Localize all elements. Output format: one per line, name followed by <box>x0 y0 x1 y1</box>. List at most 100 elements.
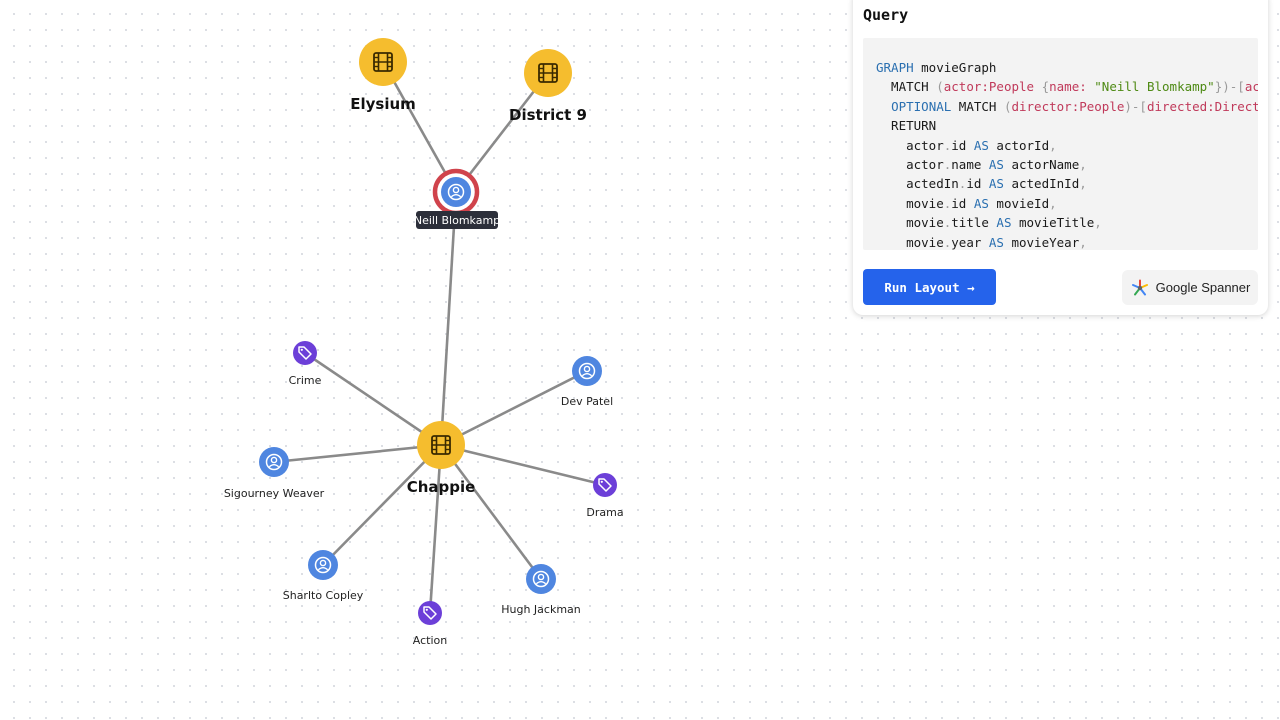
code-token: directed:Directed <box>1146 98 1258 114</box>
code-token: , <box>1079 234 1087 250</box>
node-sigourney-weaver[interactable]: Sigourney Weaver <box>224 447 325 500</box>
edge-chappie-hugh <box>439 444 543 580</box>
code-token: OPTIONAL <box>891 98 959 114</box>
code-token: . <box>943 215 952 231</box>
code-line: actor.id AS actorId, <box>876 138 1057 153</box>
edge-chappie-action <box>428 444 443 614</box>
node-label: Sigourney Weaver <box>224 487 325 500</box>
code-token: id <box>966 176 989 192</box>
edge-chappie-devpatel <box>440 369 588 447</box>
code-token: actorId <box>996 137 1050 153</box>
code-token: actedInId <box>1011 176 1080 192</box>
query-editor[interactable]: GRAPH movieGraph MATCH (actor:People {na… <box>863 38 1258 250</box>
edge-chappie-crime <box>304 351 442 447</box>
code-token: GRAPH <box>876 60 922 75</box>
code-token: AS <box>988 157 1012 173</box>
code-token: actedIn <box>1244 79 1258 95</box>
code-token: movieTitle <box>1019 215 1095 231</box>
node-label: Elysium <box>350 95 416 113</box>
code-token: } <box>1214 79 1223 95</box>
code-token: name: <box>1049 79 1095 95</box>
node-dev-patel[interactable]: Dev Patel <box>561 356 613 408</box>
code-line: movie.title AS movieTitle, <box>876 215 1102 230</box>
edge-neill-chappie <box>439 191 458 446</box>
code-token: MATCH <box>958 98 1004 114</box>
code-token: . <box>943 195 952 211</box>
code-token: , <box>1079 157 1087 173</box>
code-line: actor.name AS actorName, <box>876 157 1087 172</box>
node-label: Sharlto Copley <box>283 589 364 602</box>
code-token: actor <box>876 157 944 173</box>
code-token: actedIn <box>876 176 959 192</box>
node-sharlto-copley[interactable]: Sharlto Copley <box>283 550 364 602</box>
node-label: District 9 <box>509 106 587 124</box>
edge-chappie-sigourney <box>273 443 442 464</box>
code-token: actorName <box>1011 157 1080 173</box>
code-line: actedIn.id AS actedInId, <box>876 176 1087 191</box>
code-token: movieGraph <box>921 60 997 75</box>
node-label: Action <box>413 634 447 647</box>
code-token: title <box>951 215 997 231</box>
code-token: movie <box>876 215 944 231</box>
code-token: movieId <box>996 195 1050 211</box>
code-token: , <box>1094 215 1102 231</box>
code-token: . <box>958 176 967 192</box>
node-drama[interactable]: Drama <box>586 473 624 519</box>
node-chappie[interactable]: Chappie <box>407 421 476 496</box>
code-token: AS <box>973 137 997 153</box>
node-action[interactable]: Action <box>413 601 447 647</box>
code-token: AS <box>988 176 1012 192</box>
code-token: . <box>943 137 952 153</box>
code-line: movie.id AS movieId, <box>876 196 1057 211</box>
node-label: Chappie <box>407 478 476 496</box>
code-token: RETURN <box>876 118 937 134</box>
edge-neill-elysium <box>381 61 458 193</box>
query-panel: Query GRAPH movieGraph MATCH (actor:Peop… <box>853 0 1268 315</box>
code-line: OPTIONAL MATCH (director:People)-[direct… <box>876 99 1258 114</box>
node-label: Drama <box>586 506 623 519</box>
query-panel-title: Query <box>863 6 909 24</box>
node-hugh-jackman[interactable]: Hugh Jackman <box>501 564 581 616</box>
code-token: MATCH <box>876 79 937 95</box>
code-token: movie <box>876 195 944 211</box>
code-token: AS <box>988 234 1012 250</box>
code-token: , <box>1049 137 1057 153</box>
code-token: AS <box>996 215 1019 231</box>
google-spanner-icon <box>1131 279 1148 295</box>
run-layout-button[interactable]: Run Layout → <box>863 269 996 305</box>
code-token: director:People <box>1011 98 1125 114</box>
node-crime[interactable]: Crime <box>289 341 322 387</box>
code-token: , <box>1049 195 1057 211</box>
node-elysium[interactable]: Elysium <box>350 38 416 113</box>
node-tooltip: Neill Blomkamp <box>414 211 500 229</box>
query-code[interactable]: GRAPH movieGraph MATCH (actor:People {na… <box>863 38 1258 250</box>
code-token: ( <box>936 79 944 95</box>
node-label: Hugh Jackman <box>501 603 581 616</box>
code-token: actor <box>876 137 944 153</box>
code-token: . <box>943 157 952 173</box>
node-district9[interactable]: District 9 <box>509 49 587 124</box>
code-token: id <box>951 137 974 153</box>
code-token: AS <box>973 195 997 211</box>
code-token: . <box>943 234 952 250</box>
code-line: GRAPH movieGraph <box>876 60 996 75</box>
code-token: actor:People <box>943 79 1042 95</box>
code-token <box>876 99 891 114</box>
code-token: id <box>951 195 974 211</box>
code-token: movieYear <box>1011 234 1080 250</box>
node-label: Crime <box>289 374 322 387</box>
code-token: )-[ <box>1124 98 1147 114</box>
code-token: movie <box>876 234 944 250</box>
code-line: movie.year AS movieYear, <box>876 235 1087 250</box>
edge-chappie-sharlto <box>322 444 442 566</box>
code-token: "Neill Blomkamp" <box>1094 79 1215 95</box>
code-token: name <box>951 157 989 173</box>
edge-chappie-drama <box>440 443 606 487</box>
node-neill-blomkamp[interactable]: Neill Blomkamp <box>414 168 500 229</box>
edges-layer <box>273 61 606 614</box>
code-line: RETURN <box>876 118 936 133</box>
code-line: MATCH (actor:People {name: "Neill Blomka… <box>876 79 1258 94</box>
code-token: )-[ <box>1222 79 1245 95</box>
code-token: , <box>1079 176 1087 192</box>
